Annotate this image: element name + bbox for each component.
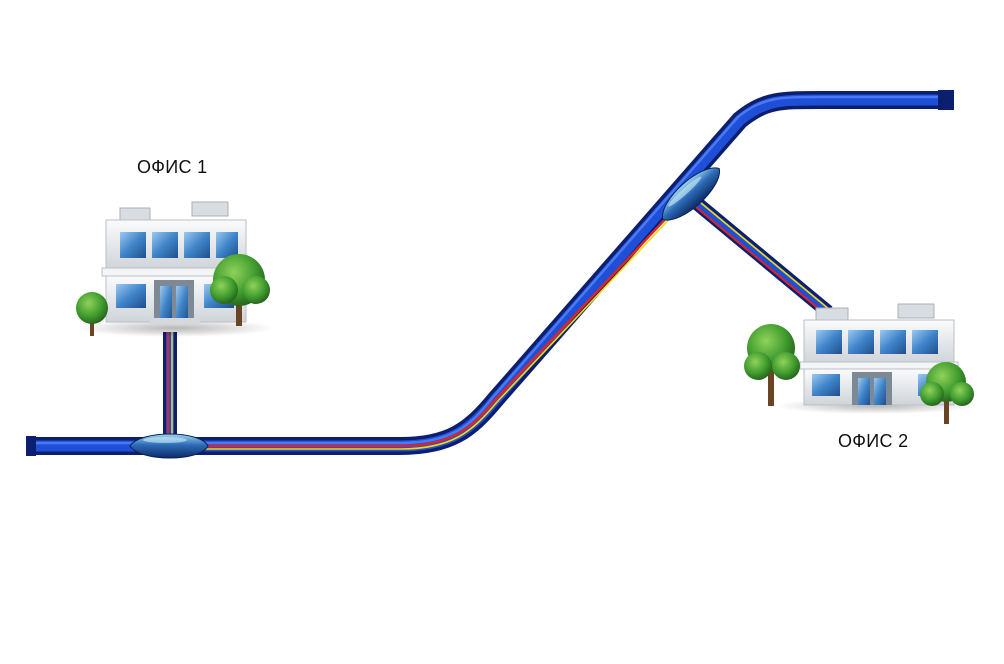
duct-end-cap-icon <box>938 90 954 110</box>
branch-duct-office-2 <box>688 194 833 318</box>
tree-icon <box>744 324 800 406</box>
cable-coupler-icon <box>129 433 209 459</box>
cable-coupler-icon <box>662 167 720 221</box>
office-2-label: ОФИС 2 <box>838 431 909 451</box>
tree-icon <box>210 254 270 326</box>
tree-icon <box>920 362 974 424</box>
office-building-icon <box>75 201 275 337</box>
duct-end-cap-icon <box>26 436 36 456</box>
main-fiber <box>170 194 691 450</box>
office-building-icon <box>776 303 976 414</box>
branch-duct-office-1 <box>163 332 177 446</box>
office-1-label: ОФИС 1 <box>137 157 208 177</box>
tree-icon <box>76 292 108 336</box>
